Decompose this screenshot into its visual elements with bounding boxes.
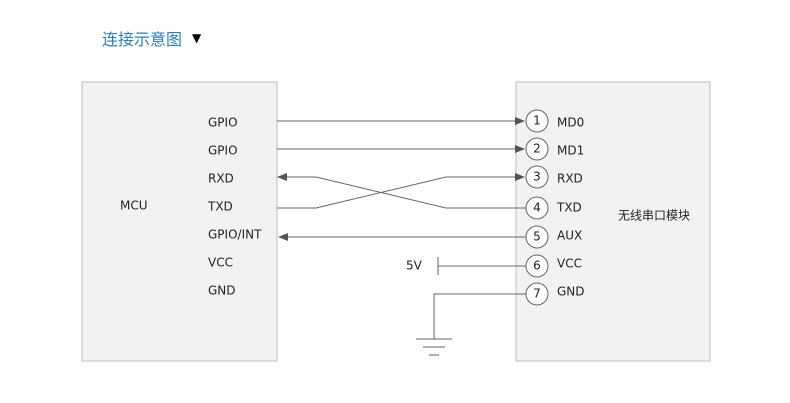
- pin-number: 3: [533, 170, 541, 184]
- module-pin-label: RXD: [557, 172, 583, 186]
- module-label: 无线串口模块: [618, 209, 690, 223]
- pin-number: 4: [533, 201, 541, 215]
- mcu-pin-label: RXD: [208, 172, 234, 186]
- module-box: [515, 81, 711, 362]
- pin-number: 7: [533, 287, 541, 301]
- wire-gnd: [433, 293, 526, 339]
- mcu-pin-label: GPIO/INT: [208, 228, 262, 242]
- module-pin-label: TXD: [556, 201, 582, 215]
- module-pin-label: MD0: [557, 116, 584, 130]
- wire-mcu-txd-to-module-rxd: [277, 173, 525, 209]
- mcu-pin-label: GPIO: [208, 144, 238, 158]
- module-pin-label: AUX: [557, 229, 582, 243]
- mcu-box: [81, 81, 278, 362]
- diagram-title: 连接示意图: [102, 30, 183, 49]
- pin-number: 5: [533, 230, 541, 244]
- module-pin-label: VCC: [557, 257, 582, 271]
- pin-number: 1: [533, 114, 541, 128]
- mcu-label: MCU: [120, 199, 148, 213]
- pin-number: 2: [533, 142, 541, 156]
- power-label-5v: 5V: [406, 259, 423, 273]
- mcu-pin-label: TXD: [207, 200, 233, 214]
- mcu-pin-label: GPIO: [208, 116, 238, 130]
- module-pin-label: GND: [557, 285, 585, 299]
- triangle-down-icon[interactable]: ▼: [192, 31, 202, 45]
- module-pin-label: MD1: [557, 144, 584, 158]
- mcu-pin-label: GND: [208, 284, 236, 298]
- pin-circle: [525, 109, 549, 133]
- wire-module-txd-to-mcu-rxd: [277, 173, 526, 209]
- diagram-title-dropdown[interactable]: 连接示意图 ▼: [102, 26, 201, 50]
- pin-circle: [525, 137, 549, 161]
- pin-circle: [525, 165, 549, 189]
- mcu-pin-label: VCC: [208, 256, 233, 270]
- pin-number: 6: [533, 259, 541, 273]
